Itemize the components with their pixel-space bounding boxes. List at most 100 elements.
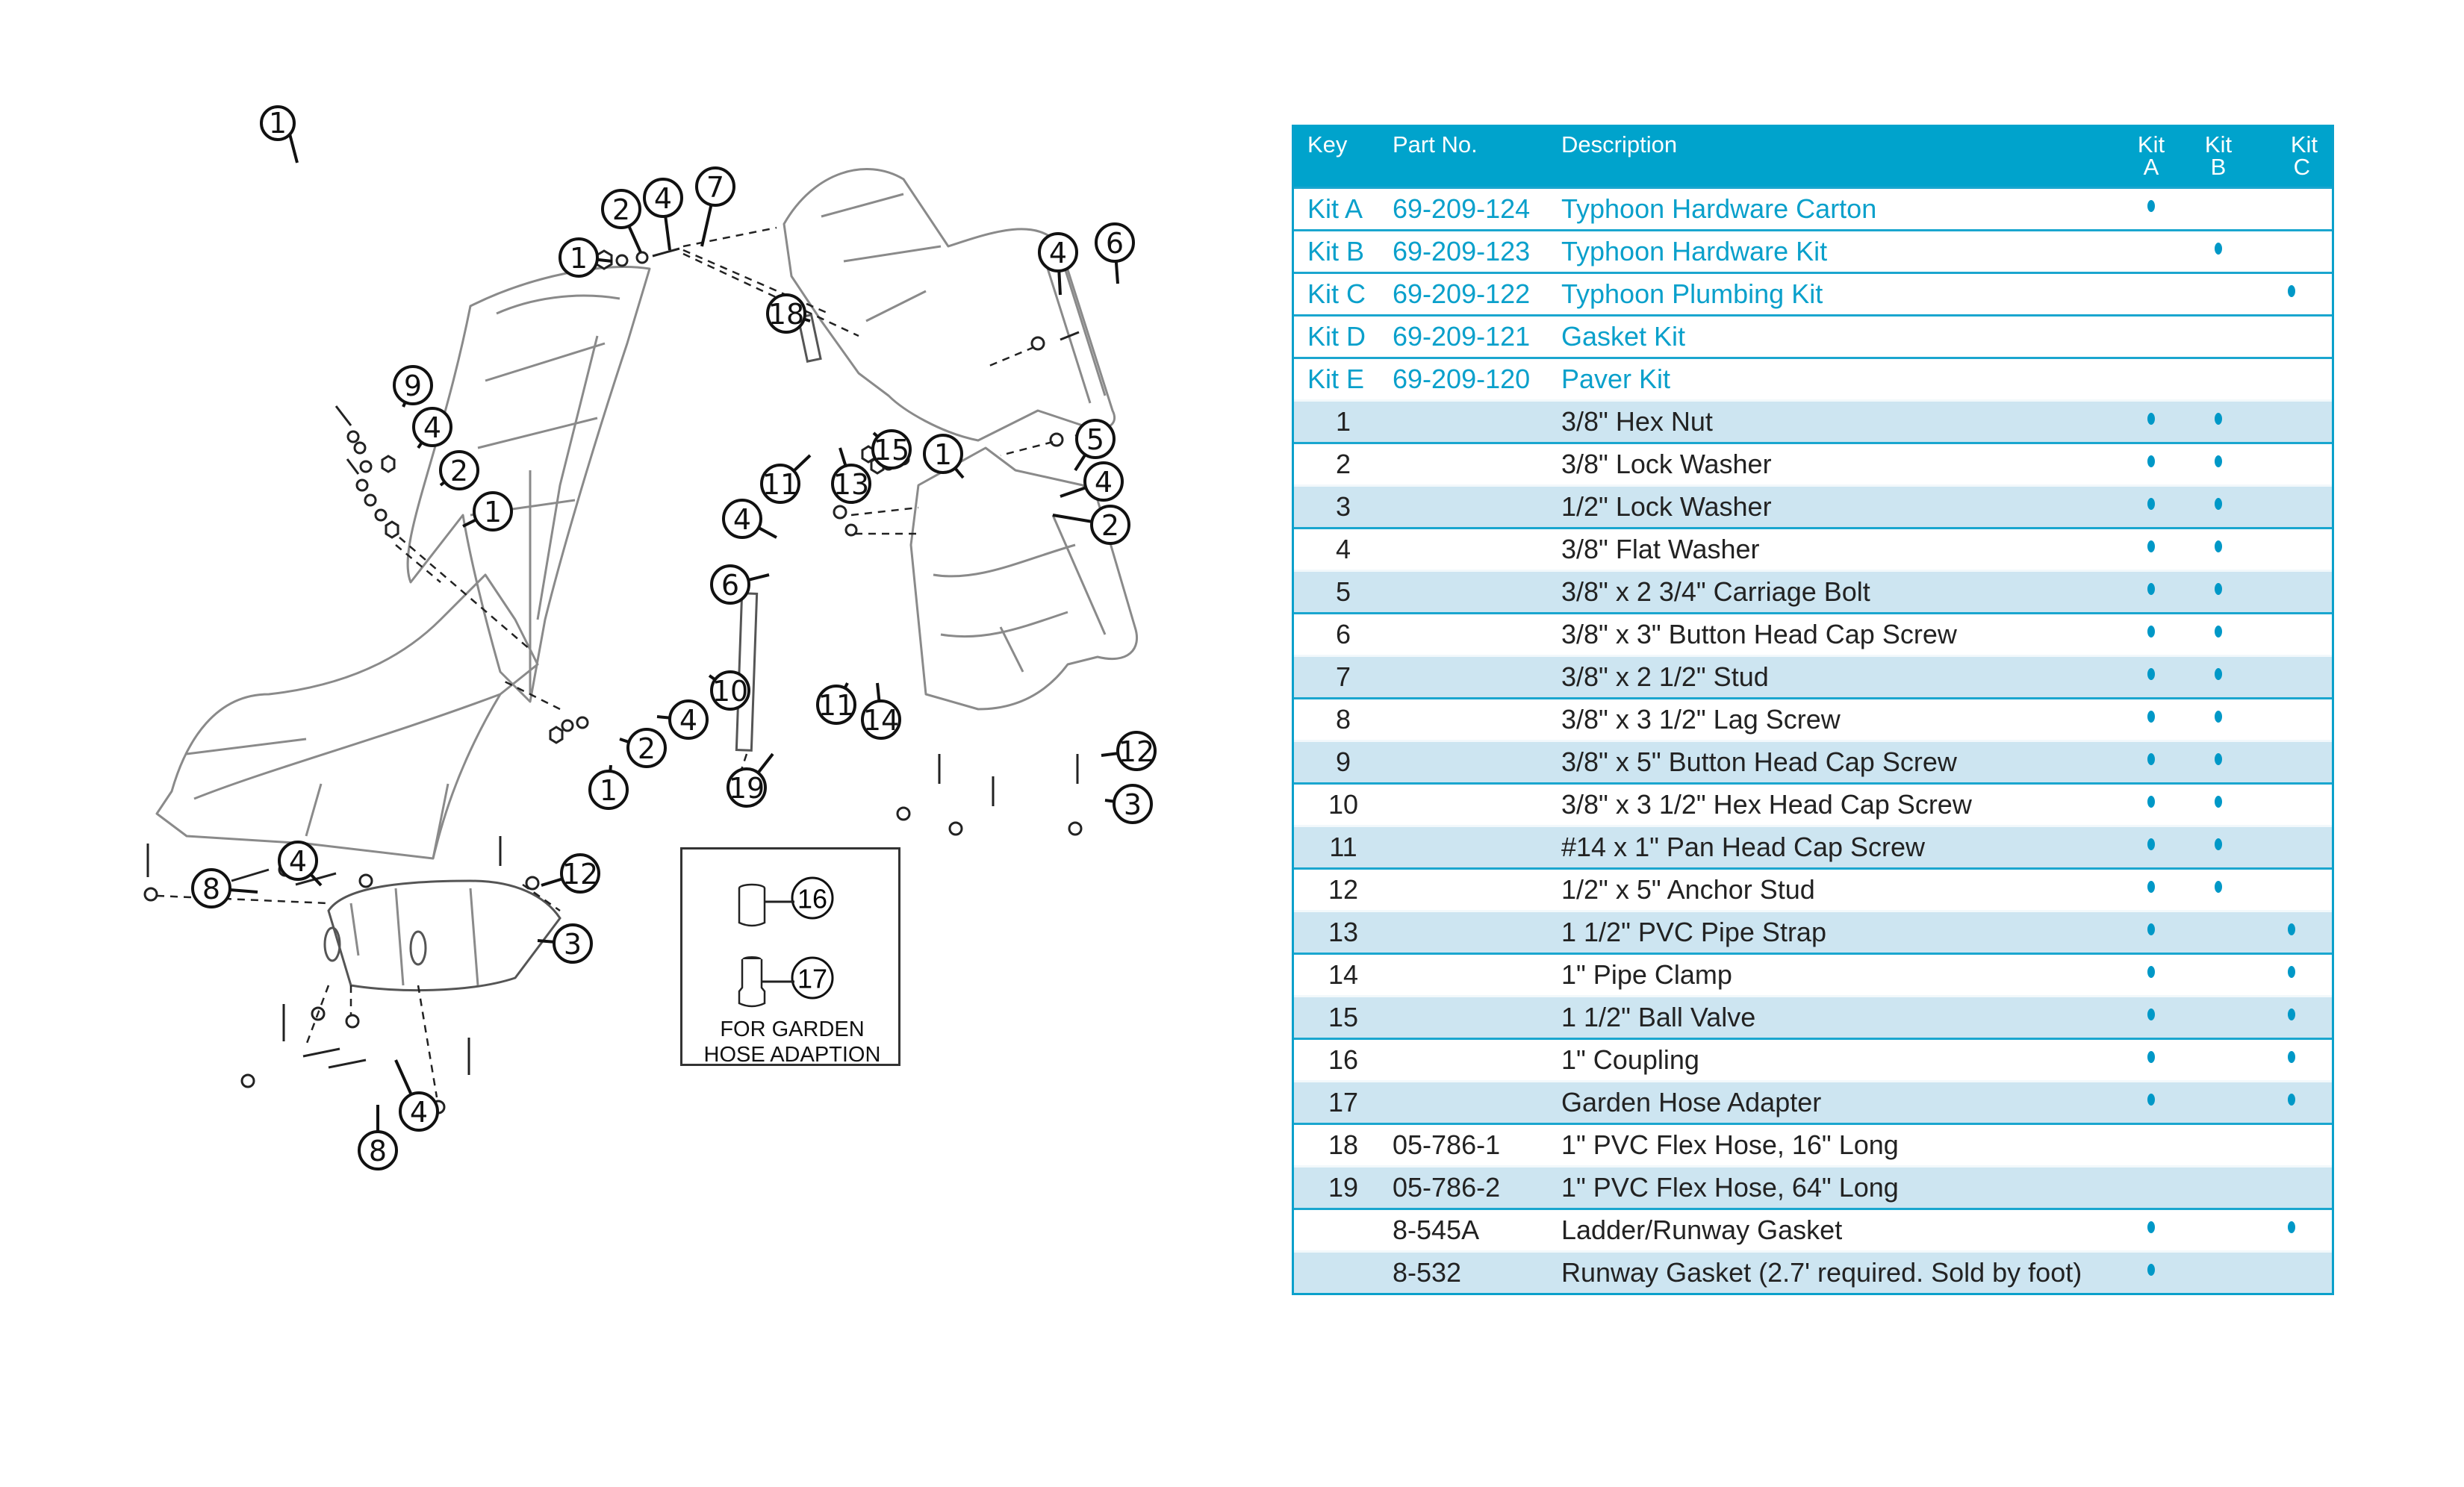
row-key: Kit B <box>1307 236 1365 266</box>
row-kit-b <box>2185 534 2252 565</box>
row-kit-b <box>2185 236 2252 267</box>
row-kit-b <box>2185 449 2252 480</box>
row-description: 3/8" Flat Washer <box>1561 534 1760 564</box>
table-row: 8-532 Runway Gasket (2.7' required. Sold … <box>1294 1250 2332 1293</box>
row-description: Garden Hose Adapter <box>1561 1087 1822 1117</box>
row-key: 14 <box>1328 959 1359 990</box>
included-marker-icon <box>2147 200 2155 213</box>
included-marker-icon <box>2147 668 2155 681</box>
row-kit-a <box>2118 1257 2185 1288</box>
table-row: 9 3/8" x 5" Button Head Cap Screw <box>1294 740 2332 782</box>
included-marker-icon <box>2147 838 2155 851</box>
included-marker-icon <box>2215 583 2222 596</box>
included-marker-icon <box>2288 966 2295 979</box>
row-kit-c <box>2252 1215 2331 1246</box>
header-description: Description <box>1561 131 1678 158</box>
row-key: Kit C <box>1307 278 1366 309</box>
included-marker-icon <box>2288 1051 2295 1064</box>
included-marker-icon <box>2215 455 2222 468</box>
row-description: 1/2" Lock Washer <box>1561 491 1772 522</box>
row-kit-b <box>2185 576 2252 608</box>
row-part-no: 05-786-1 <box>1393 1129 1501 1160</box>
header-kit-a-line1: Kit <box>2137 131 2165 158</box>
row-key: 4 <box>1335 534 1351 564</box>
header-kit-b: Kit B <box>2185 125 2252 187</box>
slide-runway-lower <box>155 573 539 860</box>
row-key: Kit E <box>1307 364 1365 394</box>
row-kit-a <box>2118 746 2185 778</box>
row-description: Typhoon Hardware Carton <box>1561 193 1877 224</box>
included-marker-icon <box>2215 838 2222 851</box>
row-kit-b <box>2185 704 2252 735</box>
row-description: 3/8" Lock Washer <box>1561 449 1772 479</box>
row-key: Kit D <box>1307 321 1366 352</box>
included-marker-icon <box>2147 626 2155 638</box>
included-marker-icon <box>2215 796 2222 808</box>
callout-1-top: 1 <box>260 105 299 163</box>
table-header: Key Part No. Description Kit A Kit B Kit… <box>1294 125 2332 187</box>
parts-table: Key Part No. Description Kit A Kit B Kit… <box>1292 125 2334 1295</box>
row-kit-a <box>2118 576 2185 608</box>
row-kit-a <box>2118 1044 2185 1076</box>
row-description: 3/8" x 5" Button Head Cap Screw <box>1561 746 1957 777</box>
row-description: 1" Coupling <box>1561 1044 1699 1075</box>
row-description: 1" PVC Flex Hose, 64" Long <box>1561 1172 1899 1203</box>
header-kit-c-line1: Kit <box>2290 131 2318 158</box>
included-marker-icon <box>2215 753 2222 766</box>
row-key: 10 <box>1328 789 1359 820</box>
row-part-no: 69-209-123 <box>1393 236 1531 266</box>
row-key: 19 <box>1328 1172 1359 1203</box>
row-key: 9 <box>1335 746 1351 777</box>
included-marker-icon <box>2147 455 2155 468</box>
row-description: Runway Gasket (2.7' required. Sold by fo… <box>1561 1257 2082 1288</box>
table-row: Kit E 69-209-120 Paver Kit <box>1294 357 2332 399</box>
header-part-no: Part No. <box>1393 131 1478 158</box>
row-part-no: 8-545A <box>1393 1215 1480 1245</box>
included-marker-icon <box>2215 498 2222 511</box>
included-marker-icon <box>2147 796 2155 808</box>
row-kit-a <box>2118 661 2185 693</box>
garden-hose-inset-box: FOR GARDEN HOSE ADAPTION <box>680 847 900 1067</box>
row-key: 16 <box>1328 1044 1359 1075</box>
table-row: 4 3/8" Flat Washer <box>1294 527 2332 570</box>
row-description: 3/8" x 2 3/4" Carriage Bolt <box>1561 576 1870 607</box>
table-row: 14 1" Pipe Clamp <box>1294 953 2332 995</box>
row-part-no: 69-209-120 <box>1393 364 1531 394</box>
row-part-no: 8-532 <box>1393 1257 1462 1288</box>
row-kit-a <box>2118 917 2185 948</box>
included-marker-icon <box>2147 923 2155 936</box>
row-key: 8 <box>1335 704 1351 735</box>
row-key: 15 <box>1328 1002 1359 1032</box>
header-kit-a-line2: A <box>2143 154 2159 180</box>
row-kit-a <box>2118 704 2185 735</box>
row-key: 12 <box>1328 874 1359 905</box>
exploded-parts-diagram: 1 <box>82 97 1217 1127</box>
row-kit-a <box>2118 1087 2185 1118</box>
header-kit-b-line2: B <box>2210 154 2227 180</box>
header-kit-a: Kit A <box>2118 125 2185 187</box>
flex-hose-18 <box>797 314 822 363</box>
row-kit-a <box>2118 1002 2185 1033</box>
row-kit-b <box>2185 406 2252 437</box>
row-key: 7 <box>1335 661 1351 692</box>
row-key: 1 <box>1335 406 1351 437</box>
included-marker-icon <box>2147 1221 2155 1234</box>
row-description: 1" Pipe Clamp <box>1561 959 1732 990</box>
row-description: #14 x 1" Pan Head Cap Screw <box>1561 832 1926 862</box>
row-description: Paver Kit <box>1561 364 1671 394</box>
row-kit-a <box>2118 534 2185 565</box>
row-key: 17 <box>1328 1087 1359 1117</box>
row-description: Typhoon Plumbing Kit <box>1561 278 1823 309</box>
row-key: 18 <box>1328 1129 1359 1160</box>
hardware <box>143 247 1098 1115</box>
